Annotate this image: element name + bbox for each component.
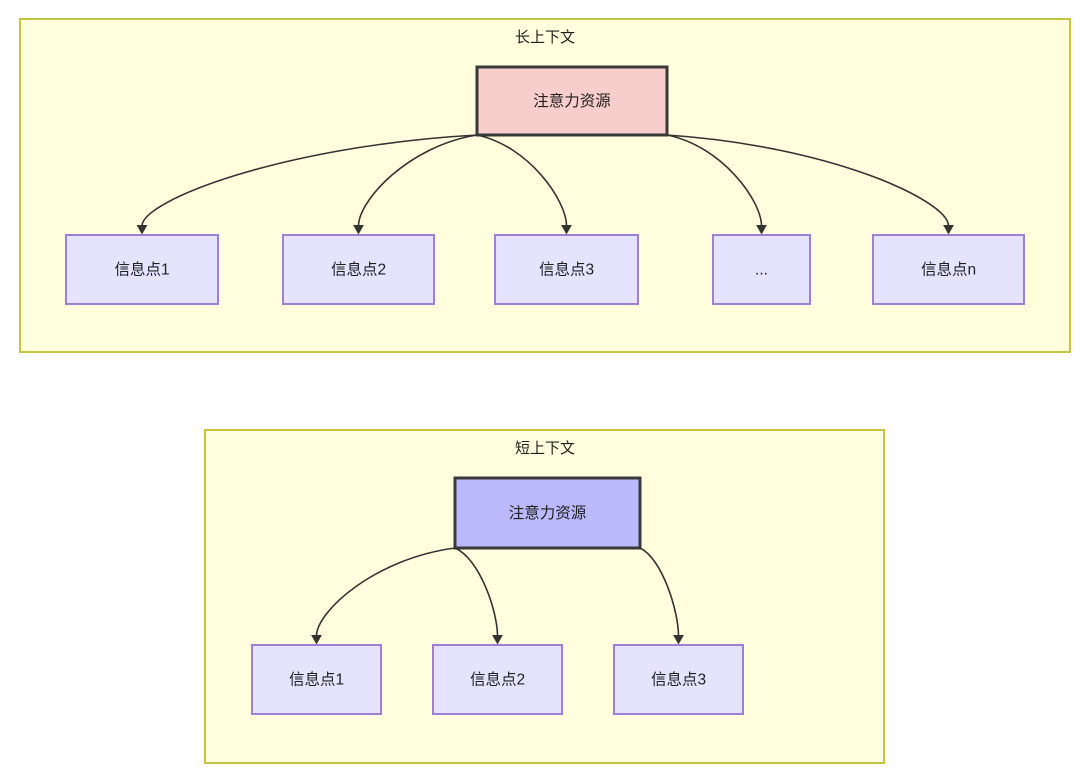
- info-point-node[interactable]: [65, 234, 219, 305]
- arrow-head-icon: [311, 635, 322, 645]
- info-point-node[interactable]: [282, 234, 435, 305]
- arrow-head-icon: [136, 225, 148, 235]
- attention-resource-node-long-context[interactable]: [475, 65, 669, 137]
- arrow-head-icon: [561, 225, 572, 235]
- container-title-short-context: 短上下文: [515, 440, 575, 457]
- arrow-head-icon: [673, 635, 684, 645]
- info-point-node[interactable]: [251, 644, 382, 715]
- edge-connector: [476, 134, 568, 227]
- arrow-head-icon: [311, 635, 322, 645]
- edge-connector: [315, 547, 456, 637]
- attention-resource-label-long-context: 注意力资源: [533, 91, 611, 110]
- info-point-label: 信息点1: [114, 261, 169, 279]
- info-point-node[interactable]: [432, 644, 563, 715]
- arrow-head-icon: [943, 225, 954, 235]
- info-point-label: 信息点3: [651, 671, 706, 689]
- info-point-label: 信息点2: [331, 261, 386, 279]
- info-point-node[interactable]: [872, 234, 1025, 305]
- info-point-label: 信息点3: [539, 261, 594, 279]
- arrow-head-icon: [561, 225, 572, 235]
- info-point-label: 信息点1: [289, 671, 344, 689]
- edge-connector: [666, 134, 763, 227]
- edge-connector: [357, 134, 478, 227]
- arrow-head-icon: [943, 225, 954, 235]
- edge-connector: [639, 547, 680, 637]
- attention-resource-node-short-context[interactable]: [453, 476, 642, 550]
- arrow-head-icon: [353, 225, 364, 235]
- arrow-head-icon: [136, 225, 148, 235]
- arrow-head-icon: [492, 635, 503, 645]
- arrow-head-icon: [492, 635, 503, 645]
- attention-resource-label-short-context: 注意力资源: [509, 503, 587, 522]
- info-point-label: ...: [755, 262, 768, 279]
- arrow-head-icon: [756, 225, 767, 235]
- info-point-node[interactable]: [613, 644, 744, 715]
- info-point-node[interactable]: [712, 234, 811, 305]
- arrow-head-icon: [673, 635, 684, 645]
- info-point-label: 信息点2: [470, 671, 525, 689]
- edge-connector: [454, 547, 499, 637]
- arrow-head-icon: [756, 225, 767, 235]
- container-title-long-context: 长上下文: [515, 29, 575, 46]
- edge-connector: [666, 134, 950, 227]
- arrow-head-icon: [353, 225, 364, 235]
- edge-connector: [141, 134, 478, 227]
- info-point-label: 信息点n: [921, 261, 976, 279]
- info-point-node[interactable]: [494, 234, 639, 305]
